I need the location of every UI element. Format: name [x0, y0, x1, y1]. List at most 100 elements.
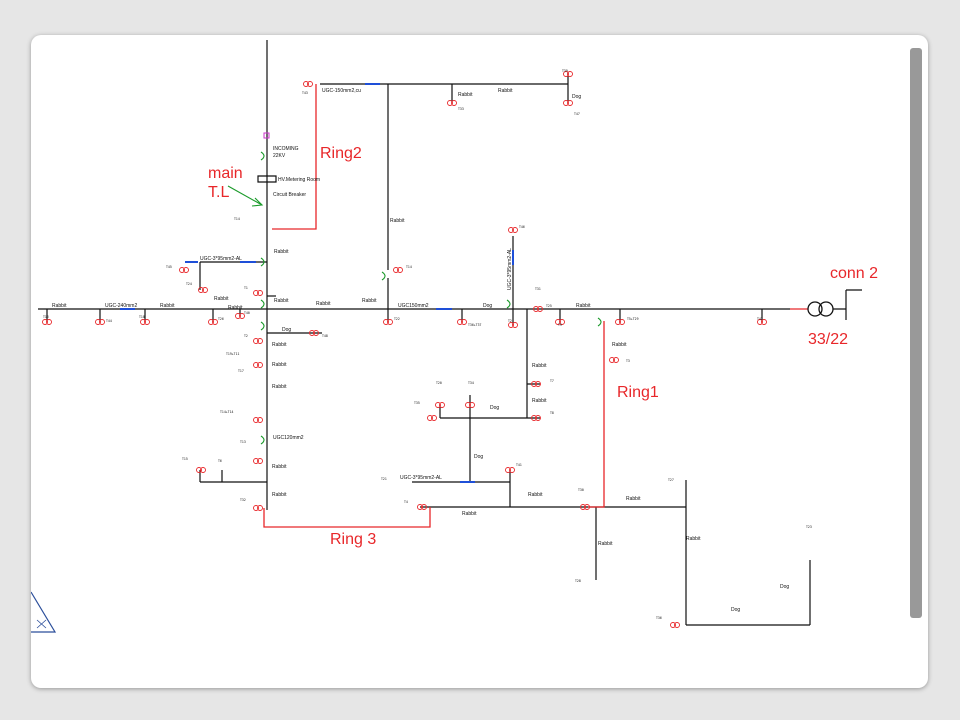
main-label-1: main: [208, 165, 243, 182]
conductor-label: Rabbit: [160, 303, 175, 309]
page-edge: [910, 48, 922, 618]
transformer-tag: T24: [186, 282, 192, 286]
conductor-label: Rabbit: [274, 298, 289, 304]
transformer-tag: T43: [302, 91, 308, 95]
transformer-tag: T14: [234, 217, 240, 221]
transformer-tag: T6: [218, 459, 222, 463]
conductor-label: Rabbit: [272, 362, 287, 368]
transformer-tag: T17: [238, 369, 244, 373]
transformer-tag: T18: [139, 315, 145, 319]
transformer-tag: T33: [458, 107, 464, 111]
transformer-tag: T9: [558, 323, 562, 327]
conductor-label: Rabbit: [532, 398, 547, 404]
transformer-tag: T23: [806, 525, 812, 529]
transformer-tag: T26: [218, 317, 224, 321]
transformer-tag: T41: [516, 463, 522, 467]
conductor-label: Rabbit: [316, 301, 331, 307]
transformer-tag: T5+T29: [627, 317, 639, 321]
transformer-tag: T36+T37: [468, 323, 482, 327]
transformer-tag: T39: [562, 69, 568, 73]
conductor-label: Rabbit: [390, 218, 405, 224]
transformer-tag: T19+T11: [226, 352, 240, 356]
hv-room-label: HV.Metering Room: [278, 177, 320, 183]
corner-x-mark: [36, 619, 47, 629]
cable-label: UGC-150mm2,cu: [322, 88, 361, 94]
conductor-label: Rabbit: [228, 305, 243, 311]
conductor-label: Rabbit: [458, 92, 473, 98]
conductor-label: Dog: [282, 327, 291, 333]
conductor-label: Dog: [474, 454, 483, 460]
conductor-label: Rabbit: [462, 511, 477, 517]
conductor-label: Rabbit: [576, 303, 591, 309]
conductor-label: Rabbit: [532, 363, 547, 369]
transformer-tag: T34: [468, 381, 474, 385]
slide-frame: main T.L Ring2 Ring1 Ring 3 conn 2 33/22…: [31, 35, 928, 688]
transformer-tag: T48: [322, 334, 328, 338]
transformer-tag: T28: [575, 579, 581, 583]
conductor-label: Rabbit: [528, 492, 543, 498]
ring2-line: [272, 84, 317, 230]
ratio-label: 33/22: [808, 331, 848, 348]
conductor-label: Rabbit: [612, 342, 627, 348]
ring1-line: [588, 321, 605, 508]
conductor-label: Rabbit: [626, 496, 641, 502]
transformer-tag: T15: [182, 457, 188, 461]
transformer-tag: T4: [404, 500, 408, 504]
kv-label: 22KV: [273, 153, 286, 159]
transformer-tag: T35: [414, 401, 420, 405]
conductor-label: Rabbit: [272, 342, 287, 348]
cable-markers: [120, 83, 514, 483]
conn2-label: conn 2: [830, 265, 878, 282]
transformer-tag: T40: [244, 311, 250, 315]
conductor-label: Rabbit: [598, 541, 613, 547]
transformer-tag: T22: [394, 317, 400, 321]
conductor-label: Dog: [780, 584, 789, 590]
ring1-label: Ring1: [617, 384, 659, 401]
transformer-tag: T13: [240, 440, 246, 444]
conductor-label: Rabbit: [686, 536, 701, 542]
conductor-label: Dog: [490, 405, 499, 411]
transformer-symbols: [42, 71, 862, 628]
transformer-tag: T25: [546, 304, 552, 308]
transformer-tag: T47: [574, 112, 580, 116]
cable-label: UGC-240mm2: [105, 303, 137, 309]
transformer-tag: T2: [508, 319, 512, 323]
cable-label: UGC150mm2: [398, 303, 429, 309]
transformer-tag: T45: [166, 265, 172, 269]
conductor-label: Rabbit: [272, 384, 287, 390]
transformer-tag: T36: [656, 616, 662, 620]
cable-label-vertical: UGC-3*95mm2-AL: [507, 248, 513, 290]
transformer-tag: T31: [535, 287, 541, 291]
single-line-diagram: main T.L Ring2 Ring1 Ring 3 conn 2 33/22…: [31, 40, 878, 633]
conductor-label: Rabbit: [498, 88, 513, 94]
small-labels: INCOMING 22KV HV.Metering Room Circuit B…: [43, 69, 812, 620]
transformer-tag: T2: [244, 334, 248, 338]
transformer-tag: T44: [106, 319, 112, 323]
transformer-tag: T42: [757, 317, 763, 321]
ring3-label: Ring 3: [330, 531, 376, 548]
cable-label: UGC-3*95mm2-AL: [200, 256, 242, 262]
transformer-tag: T3: [626, 359, 630, 363]
transformer-tag: T27: [668, 478, 674, 482]
incoming-label: INCOMING: [273, 146, 299, 152]
transformer-tag: T14+T14: [220, 410, 234, 414]
transformer-tag: T14: [406, 265, 412, 269]
cable-label: UGC120mm2: [273, 435, 304, 441]
ring3-line: [263, 507, 431, 528]
cable-label: UGC-3*95mm2-AL: [400, 475, 442, 481]
breaker-label: Circuit Breaker: [273, 192, 306, 198]
conductor-label: Rabbit: [214, 296, 229, 302]
transformer-tag: T20: [436, 381, 442, 385]
ring-lines: [263, 84, 808, 528]
transformer-tag: T46: [519, 225, 525, 229]
conductor-label: Dog: [731, 607, 740, 613]
transformer-tag: T8: [550, 411, 554, 415]
conductor-label: Dog: [483, 303, 492, 309]
main-label-2: T.L: [208, 184, 229, 201]
conductor-label: Rabbit: [274, 249, 289, 255]
breaker-marks: [227, 151, 602, 445]
transformer-tag: T30: [578, 488, 584, 492]
conductor-label: Dog: [572, 94, 581, 100]
conductor-label: Rabbit: [272, 464, 287, 470]
conductor-label: Rabbit: [272, 492, 287, 498]
